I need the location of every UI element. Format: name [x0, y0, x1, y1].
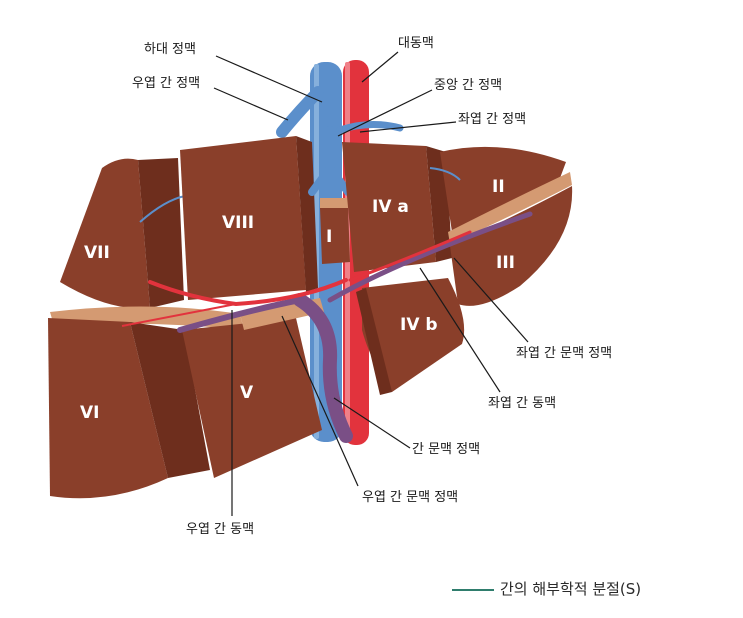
left-portal-vein-vessel	[327, 211, 533, 303]
segment-ii	[440, 146, 566, 232]
label-middle-hepatic-vein: 중앙 간 정맥	[434, 78, 503, 93]
label-right-hepatic-vein: 우엽 간 정맥	[132, 76, 201, 91]
label-portal-vein: 간 문맥 정맥	[412, 442, 481, 457]
label-right-portal-vein: 우엽 간 문맥 정맥	[362, 490, 459, 505]
segment-vii	[60, 158, 150, 309]
segment-label-iva: IV a	[372, 197, 409, 217]
segment-label-vi: VI	[80, 403, 99, 423]
segment-viii	[180, 136, 306, 300]
label-left-hepatic-vein: 좌엽 간 정맥	[458, 112, 527, 127]
segment-vi	[48, 318, 168, 499]
caption-rule	[452, 588, 494, 591]
segment-v	[182, 318, 322, 478]
label-left-portal-vein: 좌엽 간 문맥 정맥	[516, 346, 613, 361]
left-hepatic-artery-vessel	[348, 230, 472, 282]
portal-vein-vessel	[293, 293, 353, 443]
segment-label-vii: VII	[84, 243, 110, 263]
middle-hepatic-vein-vessel	[308, 126, 352, 196]
segment-ivb	[362, 278, 465, 392]
figure-caption: 간의 해부학적 분절(S)	[452, 578, 641, 599]
label-left-hepatic-artery: 좌엽 간 동맥	[488, 396, 557, 411]
segment-label-viii: VIII	[222, 213, 254, 233]
segment-i	[320, 206, 350, 264]
segment-iii	[450, 186, 573, 306]
segment-label-i: I	[326, 227, 332, 247]
label-aorta: 대동맥	[398, 36, 434, 51]
caption-text: 간의 해부학적 분절(S)	[500, 580, 642, 598]
label-right-hepatic-artery: 우엽 간 동맥	[186, 522, 255, 537]
label-ivc: 하대 정맥	[144, 42, 196, 57]
right-hepatic-vein-vessel	[276, 86, 324, 138]
leader-lines	[213, 51, 529, 516]
segment-label-v: V	[240, 383, 254, 403]
segment-label-iii: III	[496, 253, 515, 273]
left-hepatic-vein-vessel	[336, 121, 404, 134]
right-portal-vein-vessel	[177, 297, 303, 333]
segment-label-ii: II	[492, 177, 505, 197]
segment-label-ivb: IV b	[400, 315, 438, 335]
right-hepatic-artery-vessel	[148, 278, 348, 307]
segment-iva	[342, 142, 436, 272]
